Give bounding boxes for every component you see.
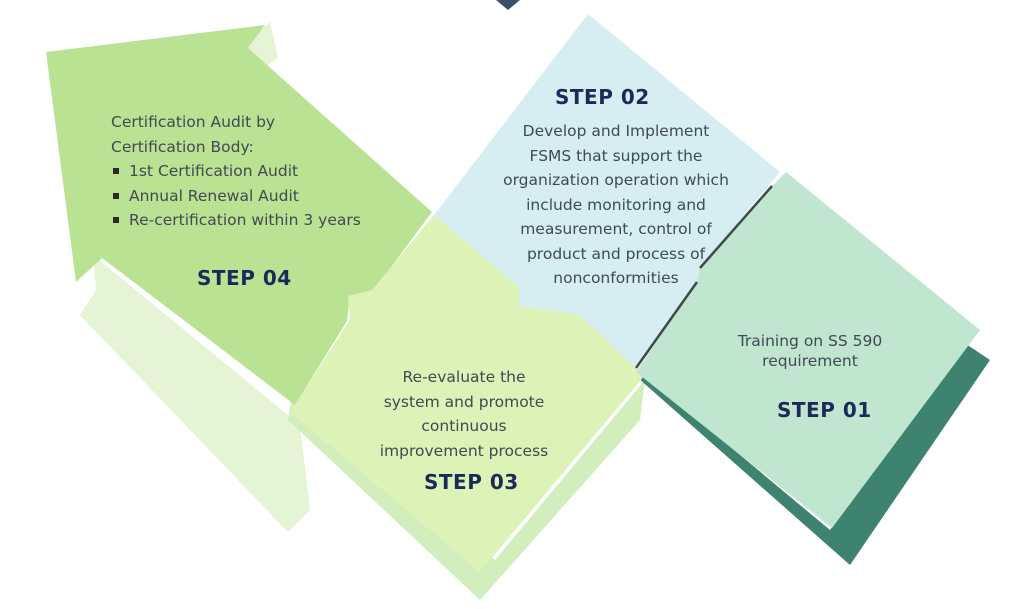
step02-line: measurement, control of	[520, 220, 712, 238]
step02-shape	[434, 14, 780, 368]
step04-heading-line: Certification Body:	[111, 137, 254, 156]
step04-shadow	[80, 255, 310, 532]
top-marker	[496, 0, 520, 10]
step04-heading-line: Certification Audit by	[111, 113, 276, 131]
bullet-text: 1st Certification Audit	[129, 162, 299, 180]
step02-line: FSMS that support the	[529, 146, 703, 165]
step04-title: STEP 04	[197, 266, 292, 290]
step02-line: include monitoring and	[526, 195, 706, 214]
step02-description: Develop and Implement FSMS that support …	[486, 119, 746, 291]
step03-title: STEP 03	[424, 470, 519, 494]
bullet-square-icon	[113, 192, 119, 199]
bullet-text: Annual Renewal Audit	[129, 186, 299, 205]
step04-shape	[46, 25, 432, 405]
divider-line	[699, 185, 773, 269]
list-item: 1st Certification Audit	[111, 159, 361, 184]
step01-shape	[636, 172, 980, 528]
step01-description: Training on SS 590 requirement	[720, 331, 900, 371]
step01-title: STEP 01	[777, 398, 872, 422]
bullet-square-icon	[113, 217, 119, 223]
divider-line	[634, 281, 699, 369]
step03-line: system and promote	[383, 392, 545, 411]
list-item: Re-certification within 3 years	[111, 208, 361, 233]
step04-bullet-list: 1st Certification Audit Annual Renewal A…	[111, 159, 361, 233]
step01-line: requirement	[762, 352, 858, 370]
list-item: Annual Renewal Audit	[111, 184, 361, 209]
step03-line: Re-evaluate the	[402, 368, 526, 386]
step04-top-shadow	[243, 22, 278, 70]
step02-title: STEP 02	[555, 85, 650, 109]
step03-description: Re-evaluate the system and promote conti…	[364, 365, 564, 463]
step03-line: improvement process	[379, 441, 549, 460]
bullet-square-icon	[113, 168, 119, 174]
step02-line: product and process of	[526, 244, 706, 263]
step02-line: organization operation which	[503, 171, 729, 189]
step03-shape	[290, 215, 645, 572]
step01-line: Training on SS 590	[737, 332, 883, 350]
step04-description: Certification Audit by Certification Bod…	[111, 110, 361, 233]
step02-line: Develop and Implement	[522, 122, 710, 140]
step03-line: continuous	[421, 417, 507, 435]
step02-line: nonconformities	[553, 269, 679, 287]
bullet-text: Re-certification within 3 years	[129, 211, 361, 229]
